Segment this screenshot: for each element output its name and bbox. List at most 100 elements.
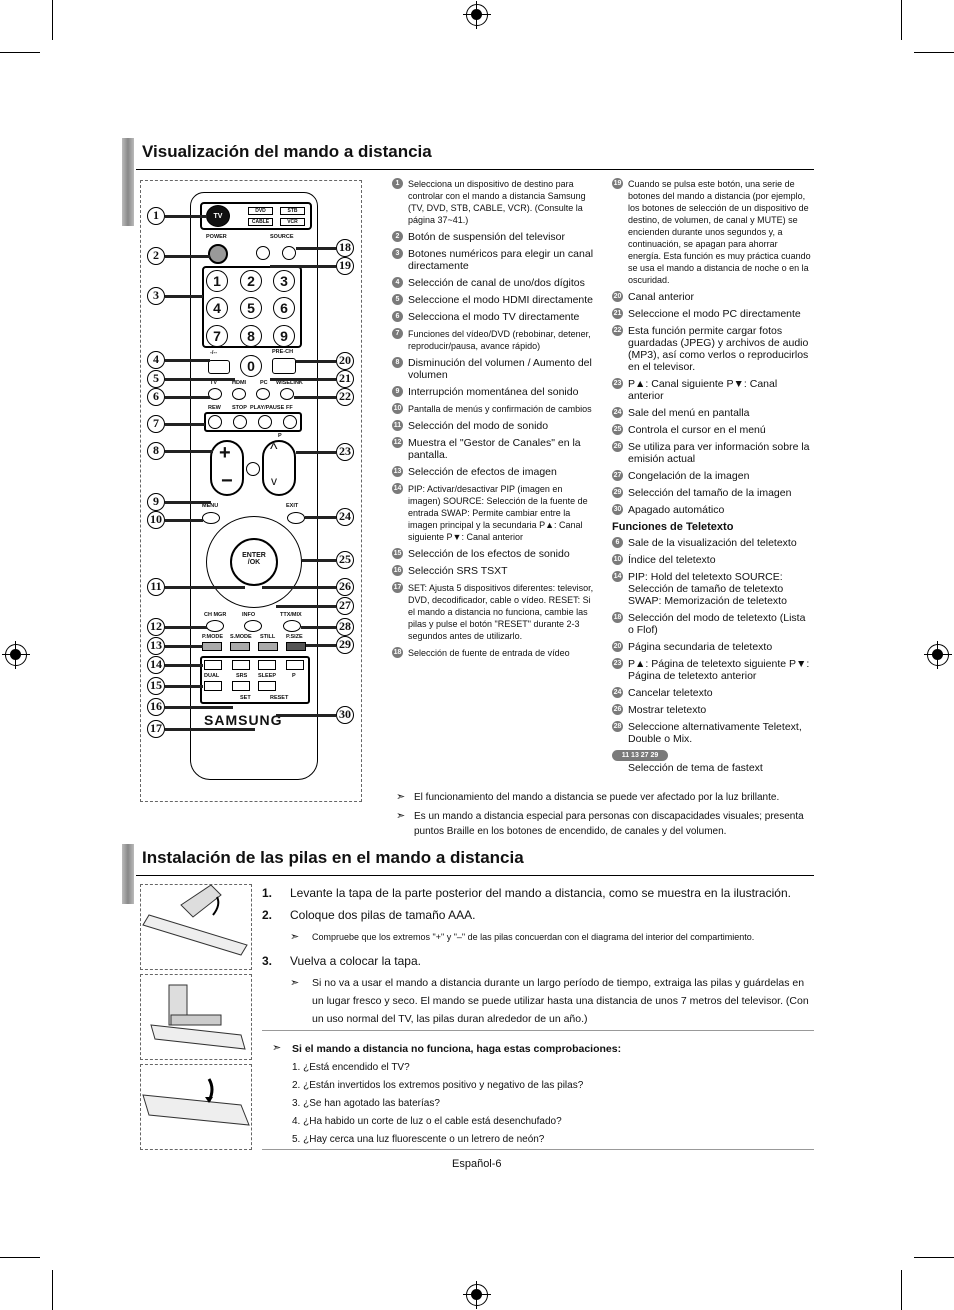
callout-line: [294, 396, 336, 399]
page-number: Español-6: [452, 1158, 502, 1170]
callout-15: 15: [147, 677, 165, 695]
callout-14: 14: [147, 656, 165, 674]
troubleshooting-list: 1. ¿Está encendido el TV? 2. ¿Están inve…: [292, 1059, 583, 1149]
p-size-label: P.SIZE: [286, 634, 303, 640]
callout-19: 19: [336, 257, 354, 275]
header-rule: [136, 875, 814, 876]
callout-23: 23: [336, 443, 354, 461]
pip-channel-button: [286, 660, 304, 670]
callout-line: [276, 605, 336, 608]
stb-button: STB: [280, 207, 305, 215]
remote-illustration-frame: [140, 180, 362, 802]
callout-28: 28: [336, 618, 354, 636]
ch-mgr-label: CH MGR: [204, 612, 227, 618]
callout-line: [165, 685, 203, 688]
callout-line: [306, 644, 336, 647]
list-item: 4. ¿Ha habido un corte de luz o el cable…: [292, 1116, 562, 1127]
callout-line: [270, 265, 336, 268]
callout-1: 1: [147, 207, 165, 225]
stop-label: STOP: [232, 405, 247, 411]
samsung-logo: SAMSUNG: [204, 712, 283, 728]
section-title: Visualización del mando a distancia: [142, 142, 432, 161]
battery-close-illustration: [140, 1064, 252, 1150]
power-label: POWER: [206, 234, 227, 240]
exit-label: EXIT: [286, 503, 299, 509]
still-label: STILL: [260, 634, 276, 640]
enter-button: ENTER /OK: [230, 538, 278, 586]
dual-label: DUAL: [204, 673, 220, 679]
reset-label: RESET: [270, 695, 289, 701]
transport-frame: [204, 412, 302, 432]
crop-mark: [914, 52, 954, 53]
digit-8-button: 8: [240, 325, 262, 347]
s-mode-button: [230, 642, 250, 651]
header-rule: [136, 169, 814, 170]
source-label: SOURCE: [270, 234, 294, 240]
callout-line: [270, 378, 336, 381]
callout-line: [296, 451, 336, 454]
tv-mode-label: TV: [210, 380, 218, 386]
power-button: [208, 244, 228, 264]
callout-8: 8: [147, 442, 165, 460]
callout-9: 9: [147, 493, 165, 511]
digit-3-button: 3: [273, 270, 295, 292]
info-button: [244, 620, 262, 632]
source-button: [282, 246, 296, 260]
step-item: 1.Levante la tapa de la parte posterior …: [262, 886, 791, 900]
header-bar: [122, 138, 134, 226]
callout-line: [165, 215, 207, 218]
pc-label: PC: [260, 380, 268, 386]
troubleshooting-box: ➣ Si el mando a distancia no funciona, h…: [262, 1030, 814, 1150]
swap-button: [258, 660, 276, 670]
cable-button: CABLE: [248, 218, 273, 226]
section-title: Instalación de las pilas en el mando a d…: [142, 848, 524, 867]
enter-label: ENTER: [242, 552, 266, 559]
callout-line: [276, 714, 336, 717]
note: ➣El funcionamiento del mando a distancia…: [396, 791, 780, 803]
callout-16: 16: [147, 698, 165, 716]
digit-0-button: 0: [240, 355, 262, 377]
list-item: 3. ¿Se han agotado las baterías?: [292, 1098, 440, 1109]
stop-icon: [233, 415, 247, 429]
channel-down-icon: v: [271, 474, 277, 488]
callout-line: [165, 519, 203, 522]
note-arrow-icon: ➣: [272, 1042, 282, 1054]
pip-button: [204, 660, 222, 670]
callout-13: 13: [147, 637, 165, 655]
callout-line: [296, 360, 336, 363]
step-item: 3.Vuelva a colocar la tapa.: [262, 954, 421, 968]
section-header-remote: Visualización del mando a distancia: [122, 138, 814, 226]
callout-line: [165, 396, 210, 399]
ttx-mix-button: [283, 620, 301, 632]
callout-26: 26: [336, 578, 354, 596]
section-header-batteries: Instalación de las pilas en el mando a d…: [122, 844, 814, 904]
callout-line: [165, 359, 210, 362]
list-item: 5. ¿Hay cerca una luz fluorescente o un …: [292, 1134, 545, 1145]
sleep-label: SLEEP: [258, 673, 277, 679]
list-item: 1. ¿Está encendido el TV?: [292, 1062, 410, 1073]
crop-mark: [914, 1257, 954, 1258]
p-mode-button: [202, 642, 222, 651]
crop-mark: [901, 1270, 902, 1310]
crop-mark: [901, 0, 902, 40]
digit-1-button: 1: [206, 270, 228, 292]
sleep-button: [258, 681, 276, 691]
callout-line: [165, 501, 211, 504]
